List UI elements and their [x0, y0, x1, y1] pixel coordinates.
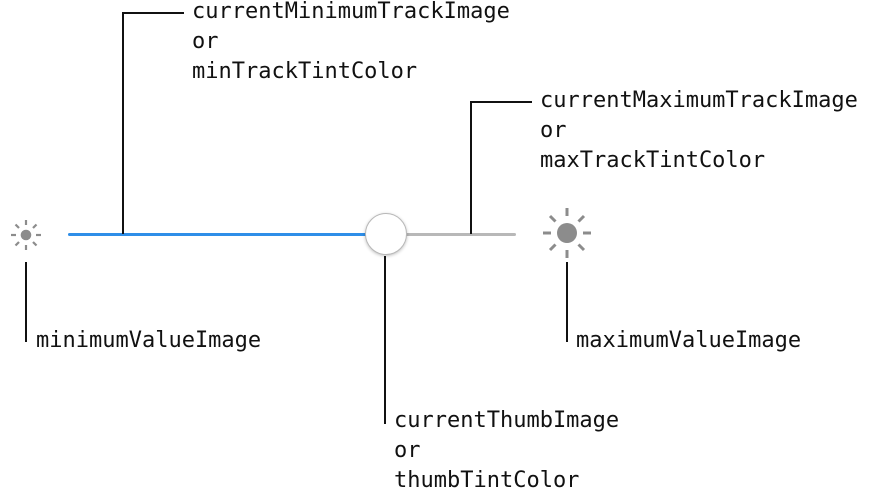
slider-thumb[interactable] [365, 213, 408, 255]
label-min-value: minimumValueImage [36, 326, 261, 356]
label-max-value-text: maximumValueImage [576, 328, 802, 353]
label-max-track-line2: or [540, 118, 567, 143]
label-min-value-text: minimumValueImage [36, 328, 262, 353]
sun-large-icon [543, 208, 591, 258]
label-thumb: currentThumbImage or thumbTintColor [394, 406, 619, 496]
leader-line-min-track [122, 12, 124, 234]
label-max-value: maximumValueImage [576, 326, 801, 356]
leader-line-max-value [566, 262, 568, 342]
label-min-track: currentMinimumTrackImage or minTrackTint… [192, 0, 510, 87]
label-max-track: currentMaximumTrackImage or maxTrackTint… [540, 86, 858, 176]
label-min-track-line1: currentMinimumTrackImage [192, 0, 510, 24]
label-min-track-line2: or [192, 29, 219, 54]
label-min-track-line3: minTrackTintColor [192, 59, 418, 84]
label-thumb-line2: or [394, 438, 421, 463]
leader-line-max-track [470, 101, 472, 234]
label-thumb-line3: thumbTintColor [394, 468, 580, 493]
label-thumb-line1: currentThumbImage [394, 408, 620, 433]
label-max-track-line3: maxTrackTintColor [540, 148, 766, 173]
label-max-track-line1: currentMaximumTrackImage [540, 88, 858, 113]
minimum-track[interactable] [68, 233, 387, 236]
sun-small-icon [11, 220, 41, 250]
leader-line-min-value [25, 262, 27, 342]
maximum-track[interactable] [386, 233, 516, 236]
leader-line-min-track-horizontal [122, 12, 184, 14]
leader-line-max-track-horizontal [470, 101, 532, 103]
leader-line-thumb [384, 256, 386, 424]
